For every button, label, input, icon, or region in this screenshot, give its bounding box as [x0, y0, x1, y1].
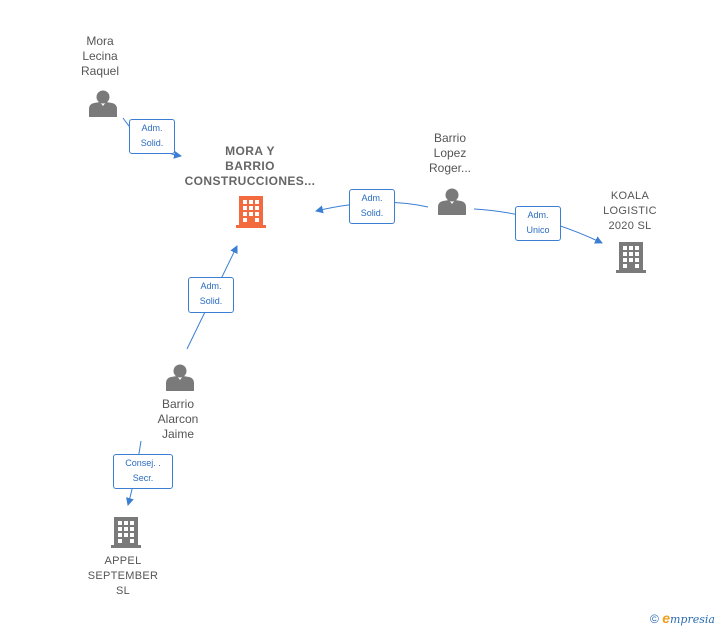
building-icon[interactable] [236, 196, 266, 228]
person-icon[interactable] [89, 90, 117, 118]
person-icon[interactable] [166, 364, 194, 392]
node-label-mora-lecina-raquel[interactable]: Mora Lecina Raquel [80, 34, 120, 78]
edge-label-adm-solid: Adm. Solid. [349, 189, 395, 224]
empresia-logo: © empresia [650, 610, 715, 628]
person-icon[interactable] [438, 188, 466, 216]
brand-initial: e [662, 610, 670, 626]
node-label-barrio-lopez-roger[interactable]: Barrio Lopez Roger... [428, 131, 472, 175]
node-label-barrio-alarcon-jaime[interactable]: Barrio Alarcon Jaime [157, 397, 199, 441]
brand-name: mpresia [669, 613, 715, 626]
node-label-appel-september[interactable]: APPEL SEPTEMBER SL [87, 555, 159, 597]
copyright-symbol: © [650, 612, 659, 626]
edge-label-adm-solid: Adm. Solid. [129, 119, 175, 154]
building-icon[interactable] [111, 517, 141, 548]
building-icon[interactable] [616, 242, 646, 273]
node-label-mora-y-barrio-construcciones[interactable]: MORA Y BARRIO CONSTRUCCIONES... [184, 144, 316, 188]
edge-label-adm-unico: Adm. Unico [515, 206, 561, 241]
node-label-koala-logistic[interactable]: KOALA LOGISTIC 2020 SL [603, 190, 657, 232]
edge-label-consej-secr: Consej. . Secr. [113, 454, 173, 489]
edge-label-adm-solid: Adm. Solid. [188, 277, 234, 313]
